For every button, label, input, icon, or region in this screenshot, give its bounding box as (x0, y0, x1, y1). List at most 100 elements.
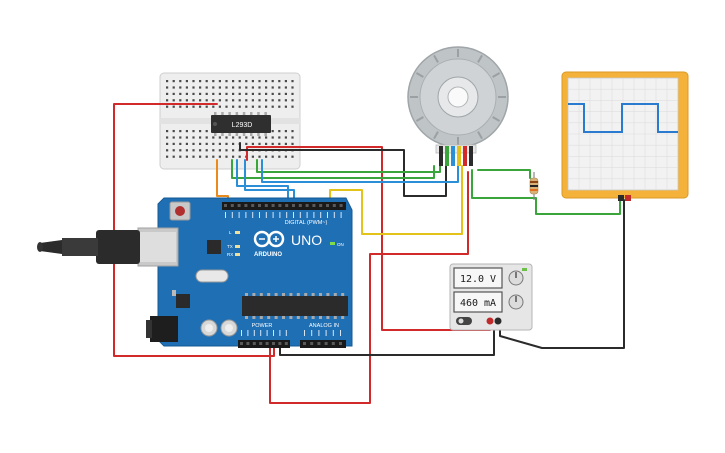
breadboard-hole (291, 142, 294, 145)
digital-pins (224, 204, 343, 207)
breadboard-hole (185, 92, 188, 95)
header-pin[interactable] (251, 204, 255, 207)
breadboard-hole (185, 130, 188, 133)
breadboard-hole (232, 136, 235, 139)
header-pin[interactable] (240, 342, 243, 345)
header-pin[interactable] (332, 204, 336, 207)
breadboard-hole (284, 142, 287, 145)
header-pin[interactable] (339, 204, 343, 207)
wire-blue-2[interactable] (261, 159, 459, 183)
wire-green-scope[interactable] (471, 169, 621, 215)
breadboard-hole (251, 99, 254, 102)
header-pin[interactable] (303, 342, 306, 345)
header-pin[interactable] (278, 204, 282, 207)
breadboard-hole (185, 80, 188, 83)
negative-terminal[interactable] (494, 317, 502, 325)
breadboard-hole (225, 86, 228, 89)
digital-header[interactable] (222, 202, 346, 210)
wire-blue-3[interactable] (244, 159, 295, 205)
breadboard-hole (212, 105, 215, 108)
header-pin[interactable] (285, 204, 289, 207)
dc-power-supply[interactable]: 12.0 V 460 mA (449, 263, 533, 331)
header-pin[interactable] (324, 342, 328, 345)
breadboard-hole (265, 136, 268, 139)
breadboard-hole (212, 136, 215, 139)
pin-label-mark (299, 212, 301, 218)
chip-pin (221, 133, 224, 136)
wire-green-arduino[interactable] (231, 159, 435, 179)
power-header[interactable] (238, 340, 290, 348)
header-pin[interactable] (331, 342, 335, 345)
wire-green-resistor[interactable] (477, 169, 531, 179)
header-pin[interactable] (317, 342, 321, 345)
positive-terminal[interactable] (486, 317, 494, 325)
header-pin[interactable] (319, 204, 323, 207)
wire-black-supply-gnd[interactable] (279, 321, 495, 356)
wire-green-encoder[interactable] (256, 159, 441, 173)
breadboard-hole (232, 99, 235, 102)
breadboard-hole (192, 149, 195, 152)
header-pin[interactable] (271, 204, 275, 207)
header-pin[interactable] (265, 342, 269, 345)
breadboard-hole (179, 105, 182, 108)
motor-pin[interactable] (445, 146, 449, 166)
oscilloscope[interactable] (561, 71, 689, 201)
breadboard-hole (199, 99, 202, 102)
header-pin[interactable] (326, 204, 329, 207)
breadboard-hole (166, 80, 169, 83)
header-pin[interactable] (292, 204, 295, 207)
breadboard-hole (291, 105, 294, 108)
wire-black-scope-gnd[interactable] (499, 199, 625, 349)
motor-pin[interactable] (463, 146, 467, 166)
header-pin[interactable] (298, 204, 302, 207)
header-pin[interactable] (312, 204, 316, 207)
motor-pin[interactable] (451, 146, 455, 166)
breadboard-hole (192, 99, 195, 102)
analog-header[interactable] (300, 340, 346, 348)
wire-yellow[interactable] (329, 165, 463, 235)
wire-red-5v[interactable] (113, 103, 275, 357)
header-pin[interactable] (278, 342, 282, 345)
header-pin[interactable] (224, 204, 227, 207)
chip-pin (228, 112, 231, 115)
header-pin[interactable] (272, 342, 275, 345)
header-pin[interactable] (284, 342, 288, 345)
motor-pin[interactable] (439, 146, 443, 166)
pin-label-mark (266, 330, 268, 336)
motor-pin[interactable] (457, 146, 461, 166)
header-pin[interactable] (237, 204, 241, 207)
wire-red-supply[interactable] (269, 171, 469, 404)
header-pin[interactable] (252, 342, 256, 345)
breadboard-hole (271, 155, 274, 158)
breadboard-hole (205, 80, 208, 83)
breadboard-hole (245, 142, 248, 145)
header-pin[interactable] (339, 342, 342, 345)
header-pin[interactable] (264, 204, 268, 207)
wire-blue-1[interactable] (236, 159, 289, 205)
breadboard-hole (238, 99, 241, 102)
header-pin[interactable] (230, 204, 234, 207)
breadboard-hole (199, 80, 202, 83)
breadboard-hole (271, 86, 274, 89)
header-pin[interactable] (310, 342, 314, 345)
header-pin[interactable] (246, 342, 250, 345)
breadboard-hole (205, 92, 208, 95)
chip-pin (311, 293, 315, 296)
breadboard-hole (205, 86, 208, 89)
header-pin[interactable] (259, 342, 263, 345)
header-pin[interactable] (305, 204, 309, 207)
led-l-label: L (229, 230, 232, 235)
chip-pin (326, 316, 330, 319)
arduino-uno[interactable]: DIGITAL (PWM~) UNO ARDUINO L TX RX ON (37, 197, 353, 348)
motor-pin[interactable] (469, 146, 473, 166)
header-pin[interactable] (258, 204, 261, 207)
voltage-readout: 12.0 V (460, 274, 496, 285)
power-switch[interactable] (456, 317, 472, 325)
l293d-chip[interactable]: L293D (211, 112, 271, 136)
resistor[interactable] (529, 172, 539, 200)
header-pin[interactable] (244, 204, 248, 207)
power-jack[interactable] (150, 316, 178, 342)
chip-pin (267, 316, 271, 319)
dc-motor-with-encoder[interactable] (407, 46, 509, 166)
breadboard-hole (166, 142, 169, 145)
